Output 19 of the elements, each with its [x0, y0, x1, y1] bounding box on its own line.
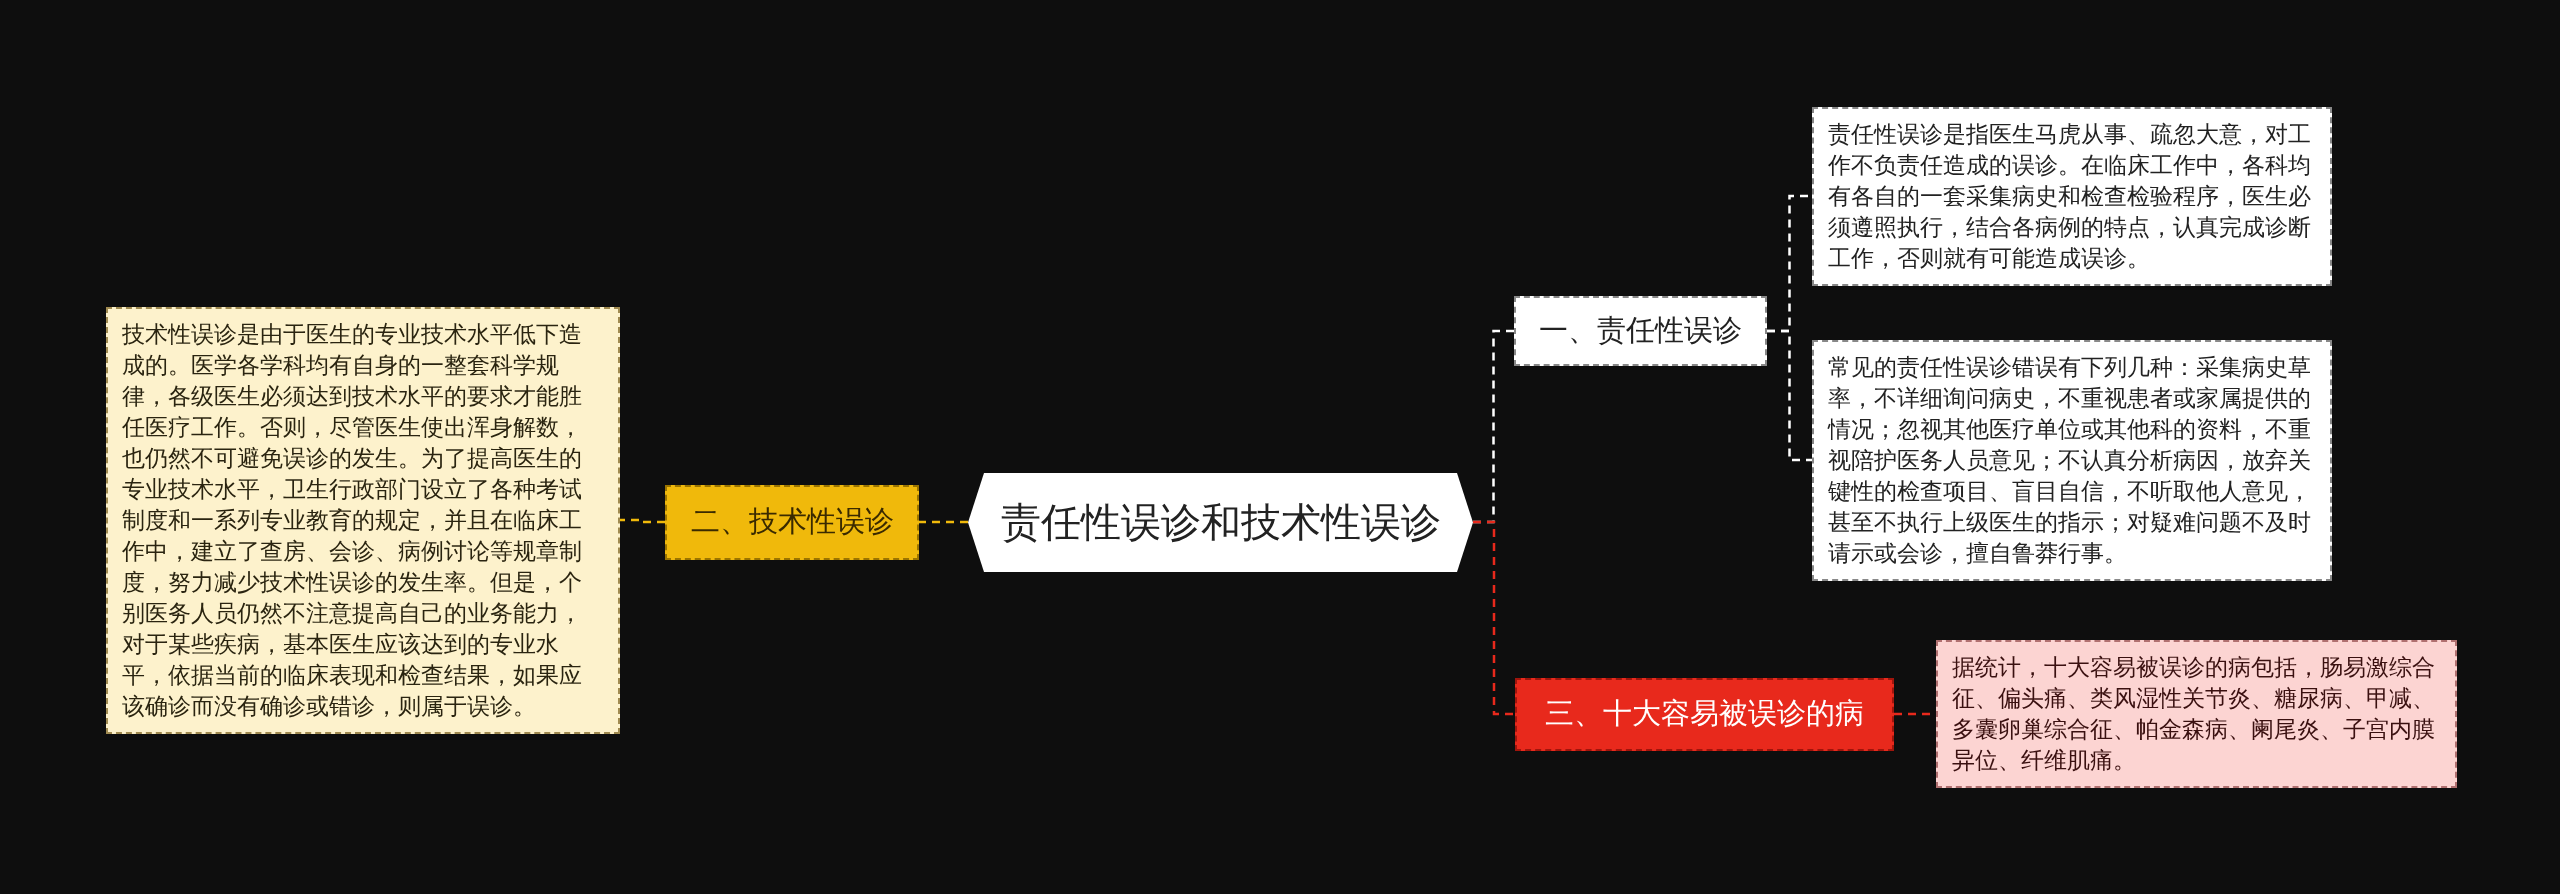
note-box	[1812, 106, 2332, 286]
connector-line	[1473, 520, 1515, 716]
note-box	[1936, 640, 2457, 788]
note-box	[1812, 339, 2332, 581]
topic-box	[665, 484, 919, 560]
note-text: 技术性误诊是由于医生的专业技术水平低下造成的。医学各学科均有自身的一整套科学规律，各级医生必须达到技术水平的要求才能胜任医疗工作。否则，尽管医生使出浑身解数，也仍然不可避免误诊的发生。为了提高医生的专业技术水平，卫生行政部门设立了各种考试制度和一系列专业教育的规定，并且在临床工作中，建立了查房、会诊、病例讨论等规章制度，努力减少技术性误诊的发生率。但是，个别医务人员仍然不注意提高自己的业务能力，对于某些疾病，基本医生应该达到的专业水平，依据当前的临床表现和检查结果，如果应该确诊而没有确诊或错诊，则属于误诊。	[122, 319, 583, 721]
note-box	[106, 306, 620, 734]
connector-line	[1767, 329, 1812, 462]
connector-line	[919, 520, 968, 524]
topic-box	[1514, 296, 1767, 366]
central-topic-text: 责任性误诊和技术性误诊	[1000, 497, 1441, 547]
branch-topic-text: 一、责任性误诊	[1539, 312, 1742, 349]
branch-topic-text: 二、技术性误诊	[690, 503, 894, 540]
note-text: 常见的责任性误诊错误有下列几种：采集病史草率，不详细询问病史，不重视患者或家属提供的情况；忽视其他医疗单位或其他科的资料，不重视陪护医务人员意见；不认真分析病因，放弃关键性的检查项目、盲目自信，不听取他人意见，甚至不执行上级医生的指示；对疑难问题不及时请示或会诊，擅自鲁莽行事。	[1828, 352, 2312, 568]
connector-line	[620, 518, 665, 524]
branch-topic-text: 三、十大容易被误诊的病	[1545, 695, 1864, 732]
note-text: 责任性误诊是指医生马虎从事、疏忽大意，对工作不负责任造成的误诊。在临床工作中，各科均有各自的一套采集病史和检查检验程序，医生必须遵照执行，结合各病例的特点，认真完成诊断工作，否则就有可能造成误诊。	[1828, 119, 2312, 273]
note-text: 据统计，十大容易被误诊的病包括，肠易激综合征、偏头痛、类风湿性关节炎、糖尿病、甲减、多囊卵巢综合征、帕金森病、阑尾炎、子宫内膜异位、纤维肌痛。	[1952, 653, 2436, 775]
topic-box	[1515, 677, 1894, 751]
